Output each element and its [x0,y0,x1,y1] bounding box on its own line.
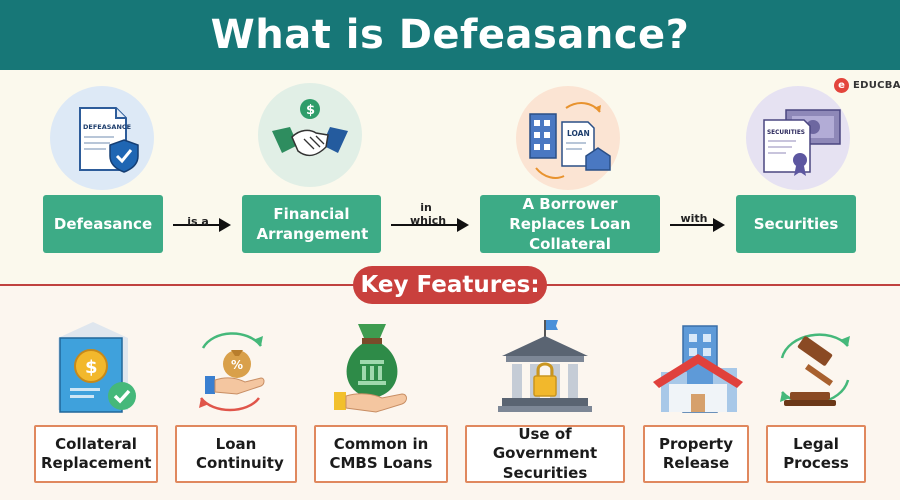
securities-doc-title: SECURITIES [767,130,805,136]
brand-name: EDUCBA [853,80,900,91]
feature-label: Loan Continuity [196,434,284,473]
flow-step-label: Defeasance [53,214,153,233]
defeasance-doc-title: DEFEASANCE [83,123,131,131]
feature-property-release: Property Release [643,425,749,483]
flow-step-borrower-replaces: A Borrower Replaces Loan Collateral [480,195,660,253]
gavel-icon [760,318,870,418]
connector-label-with: with [680,212,708,225]
flow-step-defeasance: Defeasance [43,195,163,253]
brand-mark-icon: e [834,78,849,93]
flow-arrow-1 [173,218,231,232]
feature-label: Use of Government Securities [492,424,598,482]
flow-step-label: A Borrower Replaces Loan Collateral [509,194,631,254]
flow-step-securities: Securities [736,195,856,253]
feature-label: Collateral Replacement [41,434,152,473]
handshake-icon: $ [258,83,362,187]
feature-government-securities: Use of Government Securities [465,425,625,483]
property-release-icon [643,318,753,418]
brand-logo: e EDUCBA [834,78,900,93]
flow-arrow-3 [670,218,725,232]
flow-step-label: Financial Arrangement [256,204,369,243]
handshake-money-symbol: $ [306,103,315,118]
flow-arrow-2 [391,218,469,232]
feature-loan-continuity: Loan Continuity [175,425,297,483]
loan-continuity-icon: % [175,318,285,418]
loan-percent-symbol: % [231,358,243,372]
government-building-icon [490,318,600,418]
defeasance-document-icon: DEFEASANCE [50,86,154,190]
connector-label-in-which: in which [410,201,447,228]
loan-doc-title: LOAN [567,129,590,138]
flow-step-financial-arrangement: Financial Arrangement [242,195,381,253]
key-features-title: Key Features: [353,266,547,304]
feature-cmbs-loans: Common in CMBS Loans [314,425,448,483]
feature-label: Property Release [659,434,733,473]
feature-label: Legal Process [783,434,849,473]
flow-step-label: Securities [753,214,839,233]
collateral-dollar-symbol: $ [85,357,98,378]
money-bag-icon [316,318,426,418]
collateral-document-icon: $ [38,318,148,418]
page-title: What is Defeasance? [210,12,690,58]
connector-label-is-a: is a [187,215,209,228]
loan-collateral-icon: LOAN [516,86,620,190]
feature-label: Common in CMBS Loans [329,434,433,473]
feature-collateral-replacement: Collateral Replacement [34,425,158,483]
feature-legal-process: Legal Process [766,425,866,483]
header-banner: What is Defeasance? [0,0,900,70]
securities-icon: SECURITIES [746,86,850,190]
